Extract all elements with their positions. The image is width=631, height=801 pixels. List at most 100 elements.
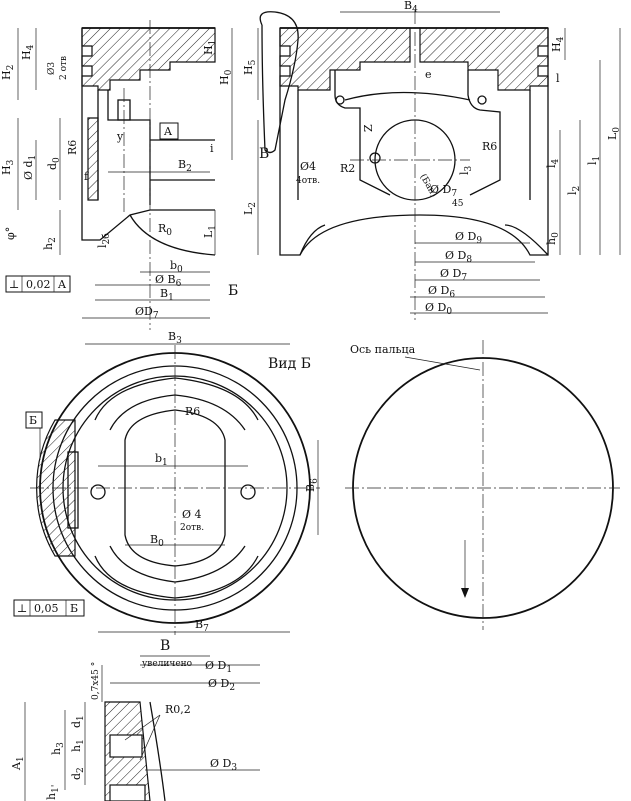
label-pin-axis: Ось пальца — [350, 343, 416, 356]
label-d2: d2 — [70, 767, 86, 780]
label-h3: h3 — [50, 742, 66, 755]
label-B2-left: B2 — [178, 158, 192, 174]
label-h2: h2 — [42, 237, 58, 250]
hole-right — [240, 484, 256, 500]
label-l2: l2 — [566, 186, 582, 195]
leader-R02-a — [124, 714, 161, 741]
tol-symbol-perp: ⊥ — [9, 278, 19, 291]
label-D9: Ø D9 — [455, 230, 482, 246]
label-H4-right: H4 — [550, 36, 566, 52]
pin-bore-lines — [150, 139, 215, 181]
hole-left — [90, 484, 106, 500]
label-L2: L2 — [242, 202, 258, 215]
label-D2: Ø D2 — [208, 677, 235, 693]
label-H0: H0 — [218, 69, 234, 85]
tol-value-002: 0,02 — [26, 278, 51, 291]
label-h1: h1 — [70, 739, 86, 752]
label-R6-view: R6 — [185, 405, 200, 418]
oil-channel — [344, 91, 471, 101]
label-b0: b0 — [170, 259, 183, 275]
tol-symbol-perp-B: ⊥ — [17, 602, 27, 615]
callout-bubble-B — [259, 11, 299, 154]
piston-outline-right — [279, 28, 549, 256]
label-R2: R2 — [340, 162, 355, 175]
detail-V — [24, 664, 260, 801]
tolerance-frame-B — [13, 599, 85, 617]
label-d0-left: d0 — [46, 157, 62, 170]
datum-box-A — [159, 122, 179, 140]
label-A1: A1 — [10, 756, 26, 771]
label-L1: L1 — [202, 225, 218, 238]
top-right-section — [257, 10, 621, 320]
skirt-inner-curves — [299, 224, 549, 256]
label-e: e — [425, 68, 432, 81]
leader-R02-b — [139, 714, 161, 761]
label-B1: B1 — [160, 287, 174, 303]
label-2-holes-view: 2отв. — [180, 523, 204, 533]
leader-pin-axis — [404, 356, 481, 371]
wall-hatch-left — [87, 117, 99, 201]
top-left-section — [17, 20, 233, 330]
label-D0: Ø D0 — [425, 301, 452, 317]
label-y: y — [116, 130, 124, 143]
label-4-holes: 4отв. — [296, 176, 320, 186]
label-H5: H5 — [242, 59, 258, 75]
label-f: f — [84, 170, 89, 183]
pin-axis-view: Ось пальца — [345, 340, 620, 630]
top-left-labels: H2 H4 Ø3 2 отв H1 H0 H3 R6 Ø d1 d0 y A i… — [0, 40, 238, 321]
label-d1-left: Ø d1 — [22, 155, 38, 180]
label-l4: l4 — [545, 158, 561, 168]
label-H3: H3 — [0, 159, 16, 175]
label-D6: Ø D6 — [428, 284, 455, 300]
detail-V-labels: В увеличено Ø D1 Ø D2 0,7x45 ° A1 d1 h3 … — [10, 638, 237, 800]
label-B7: B7 — [195, 618, 209, 634]
label-Z: Z — [362, 124, 375, 132]
label-45: 45 — [452, 199, 464, 209]
label-l3: l3 — [458, 165, 474, 175]
tol-ref-A: A — [57, 278, 67, 291]
label-R6-left: R6 — [66, 140, 79, 155]
tol-value-005: 0,05 — [34, 602, 59, 615]
label-chamfer: 0,7x45 ° — [91, 662, 101, 700]
label-H1: H1 — [202, 40, 218, 55]
R2-notch — [369, 152, 381, 164]
crown-hatch-right-a — [279, 27, 411, 91]
label-H2: H2 — [0, 65, 16, 80]
label-d3: Ø3 — [46, 62, 57, 75]
detail-inner-curve — [149, 701, 166, 801]
label-d4-view: Ø 4 — [182, 508, 202, 521]
tol-ref-B: Б — [70, 602, 78, 615]
label-h0: h0 — [545, 232, 561, 245]
label-R02: R0,2 — [165, 703, 191, 716]
label-l1: l1 — [586, 156, 602, 165]
oil-hole-right-2 — [477, 95, 487, 105]
label-B0: B0 — [150, 533, 164, 549]
label-l: l — [556, 72, 560, 85]
datum-box-B — [25, 411, 43, 429]
oil-hole-right-1 — [335, 95, 345, 105]
label-B-box: Б — [29, 414, 37, 427]
label-view-B: Б — [228, 283, 238, 299]
ring-groove-1 — [109, 734, 143, 758]
label-view-title: Вид Б — [268, 356, 311, 372]
inner-walls — [297, 90, 531, 200]
label-D7-right: Ø D7 — [440, 267, 467, 283]
boss-right-outline — [334, 70, 501, 196]
label-h1p: h1' — [45, 785, 61, 800]
pin-boss-window — [124, 409, 226, 567]
crown-hatch-left — [81, 27, 216, 91]
label-R0: R0 — [158, 222, 172, 238]
label-L0: L0 — [606, 127, 622, 140]
label-D1: Ø D1 — [205, 659, 232, 675]
label-D8: Ø D8 — [445, 249, 472, 265]
label-B3: B3 — [168, 330, 182, 346]
label-d1-detail: d1 — [70, 715, 86, 728]
wall-slot — [67, 451, 79, 529]
label-B4: B4 — [404, 0, 418, 15]
label-phi: φ° — [4, 227, 17, 240]
label-enlarged: увеличено — [142, 659, 192, 669]
label-d4-right: Ø4 — [300, 160, 316, 173]
ring-groove-2 — [109, 784, 146, 801]
view-B-labels: B3 Вид Б R6 Б b1 B6 Ø 4 2отв. B0 ⊥ 0,05 … — [13, 330, 320, 634]
